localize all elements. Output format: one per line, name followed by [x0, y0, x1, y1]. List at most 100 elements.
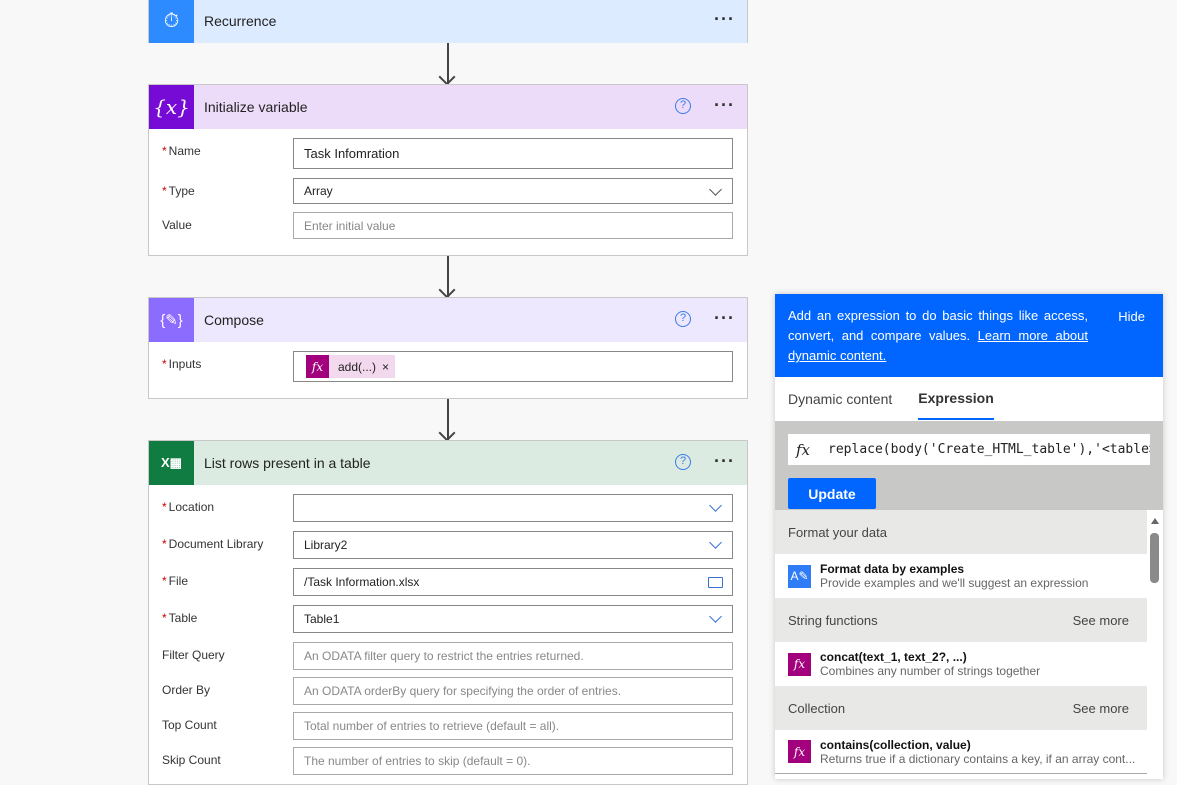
name-input[interactable]: Task Infomration: [293, 138, 733, 169]
filter-query-input[interactable]: An ODATA filter query to restrict the en…: [293, 642, 733, 670]
section-title: Collection: [788, 700, 846, 716]
tab-dynamic-content[interactable]: Dynamic content: [788, 391, 893, 407]
see-more-button[interactable]: See more: [1072, 612, 1129, 628]
recurrence-header[interactable]: ⏱ Recurrence ···: [149, 0, 747, 43]
fx-icon: fx: [788, 740, 811, 763]
help-icon[interactable]: ?: [675, 98, 691, 114]
update-button[interactable]: Update: [788, 478, 876, 509]
more-options-button[interactable]: ···: [714, 95, 735, 115]
top-count-input[interactable]: Total number of entries to retrieve (def…: [293, 712, 733, 740]
section-collection: Collection See more: [775, 686, 1147, 730]
token-label: add(...): [338, 359, 377, 374]
field-value: Table1: [304, 612, 340, 626]
field-label: Filter Query: [162, 648, 225, 662]
scroll-up-icon[interactable]: [1151, 518, 1159, 524]
file-input[interactable]: /Task Information.xlsx: [293, 568, 733, 596]
dynamic-content-panel: Add an expression to do basic things lik…: [775, 294, 1163, 779]
initialize-variable-card: {x} Initialize variable ? ··· *Name Task…: [148, 84, 748, 256]
compose-card: {✎} Compose ? ··· *Inputs fx add(...) ×: [148, 297, 748, 399]
required-mark: *: [162, 611, 167, 625]
field-value: /Task Information.xlsx: [304, 575, 420, 589]
location-dropdown[interactable]: [293, 494, 733, 522]
item-description: Combines any number of strings together: [820, 664, 1041, 678]
excel-icon: X▦: [149, 441, 194, 485]
value-input[interactable]: Enter initial value: [293, 212, 733, 239]
variable-icon: {x}: [149, 85, 194, 129]
info-banner: Add an expression to do basic things lik…: [775, 294, 1163, 377]
panel-tabs: Dynamic content Expression: [775, 377, 1163, 421]
item-name: contains(collection, value): [820, 737, 971, 752]
card-title: Recurrence: [204, 13, 277, 29]
section-title: Format your data: [788, 524, 887, 540]
help-icon[interactable]: ?: [675, 311, 691, 327]
info-text: Add an expression to do basic things lik…: [788, 308, 1088, 343]
chevron-down-icon: [709, 499, 722, 512]
card-title: Initialize variable: [204, 99, 308, 115]
required-mark: *: [162, 144, 167, 158]
section-title: String functions: [788, 612, 878, 628]
field-label: Document Library: [168, 537, 264, 551]
field-value: Library2: [304, 538, 348, 552]
required-mark: *: [162, 184, 167, 198]
hide-button[interactable]: Hide: [1118, 309, 1145, 324]
field-label: Order By: [162, 683, 211, 697]
initialize-variable-header[interactable]: {x} Initialize variable ? ···: [149, 85, 747, 129]
required-mark: *: [162, 357, 167, 371]
field-label: Table: [168, 611, 198, 625]
order-by-input[interactable]: An ODATA orderBy query for specifying th…: [293, 677, 733, 705]
function-list: Format your data A✎ Format data by exampl…: [775, 510, 1147, 774]
item-description: Provide examples and we'll suggest an ex…: [820, 576, 1089, 590]
tab-expression[interactable]: Expression: [918, 378, 994, 420]
see-more-button[interactable]: See more: [1072, 700, 1129, 716]
connector-arrow: [447, 399, 449, 440]
skip-count-input[interactable]: The number of entries to skip (default =…: [293, 747, 733, 775]
list-rows-header[interactable]: X▦ List rows present in a table ? ···: [149, 441, 747, 485]
item-name: Format data by examples: [820, 562, 965, 576]
item-description: Returns true if a dictionary contains a …: [820, 751, 1136, 766]
chevron-down-icon: [709, 536, 722, 549]
list-item[interactable]: fx concat(text_1, text_2?, ...)Combines a…: [775, 642, 1147, 686]
fx-icon: fx: [796, 440, 811, 459]
inputs-field[interactable]: fx add(...) ×: [293, 351, 733, 382]
connector-arrow: [447, 256, 449, 297]
scrollbar-thumb[interactable]: [1150, 533, 1159, 583]
compose-header[interactable]: {✎} Compose ? ···: [149, 298, 747, 342]
learn-more-link[interactable]: Learn more about dynamic content.: [788, 328, 1089, 363]
section-string-functions: String functions See more: [775, 598, 1147, 642]
section-format-your-data: Format your data: [775, 510, 1147, 554]
recurrence-card[interactable]: ⏱ Recurrence ···: [148, 0, 748, 43]
field-label: File: [168, 574, 189, 588]
more-options-button[interactable]: ···: [714, 451, 735, 471]
field-label: Skip Count: [162, 753, 221, 767]
expression-text: replace(body('Create_HTML_table'),'<tabl…: [828, 442, 1150, 457]
more-options-button[interactable]: ···: [714, 9, 735, 29]
compose-icon: {✎}: [149, 298, 194, 342]
card-title: List rows present in a table: [204, 455, 371, 471]
table-dropdown[interactable]: Table1: [293, 605, 733, 633]
list-rows-card: X▦ List rows present in a table ? ··· * L…: [148, 440, 748, 785]
scrollbar[interactable]: [1147, 510, 1163, 779]
required-mark: *: [162, 537, 167, 551]
type-dropdown[interactable]: Array: [293, 178, 733, 204]
connector-arrow: [447, 43, 449, 84]
field-label: Location: [168, 500, 215, 514]
list-item[interactable]: fx contains(collection, value)Returns tru…: [775, 730, 1147, 774]
format-by-example-icon: A✎: [788, 564, 811, 588]
folder-icon[interactable]: [708, 577, 723, 588]
alarm-clock-icon: ⏱: [149, 0, 194, 43]
expression-input[interactable]: fx replace(body('Create_HTML_table'),'<t…: [788, 434, 1150, 465]
more-options-button[interactable]: ···: [714, 308, 735, 328]
help-icon[interactable]: ?: [675, 454, 691, 470]
fx-icon: fx: [788, 652, 811, 676]
required-mark: *: [162, 574, 167, 588]
expression-token[interactable]: fx add(...) ×: [306, 355, 396, 378]
remove-token-button[interactable]: ×: [382, 359, 390, 374]
expression-area: fx replace(body('Create_HTML_table'),'<t…: [775, 421, 1163, 510]
document-library-dropdown[interactable]: Library2: [293, 531, 733, 559]
field-label: Top Count: [162, 718, 217, 732]
item-name: concat(text_1, text_2?, ...): [820, 650, 967, 664]
field-label: Type: [168, 184, 195, 198]
field-label: Inputs: [168, 357, 202, 371]
chevron-down-icon: [709, 610, 722, 623]
